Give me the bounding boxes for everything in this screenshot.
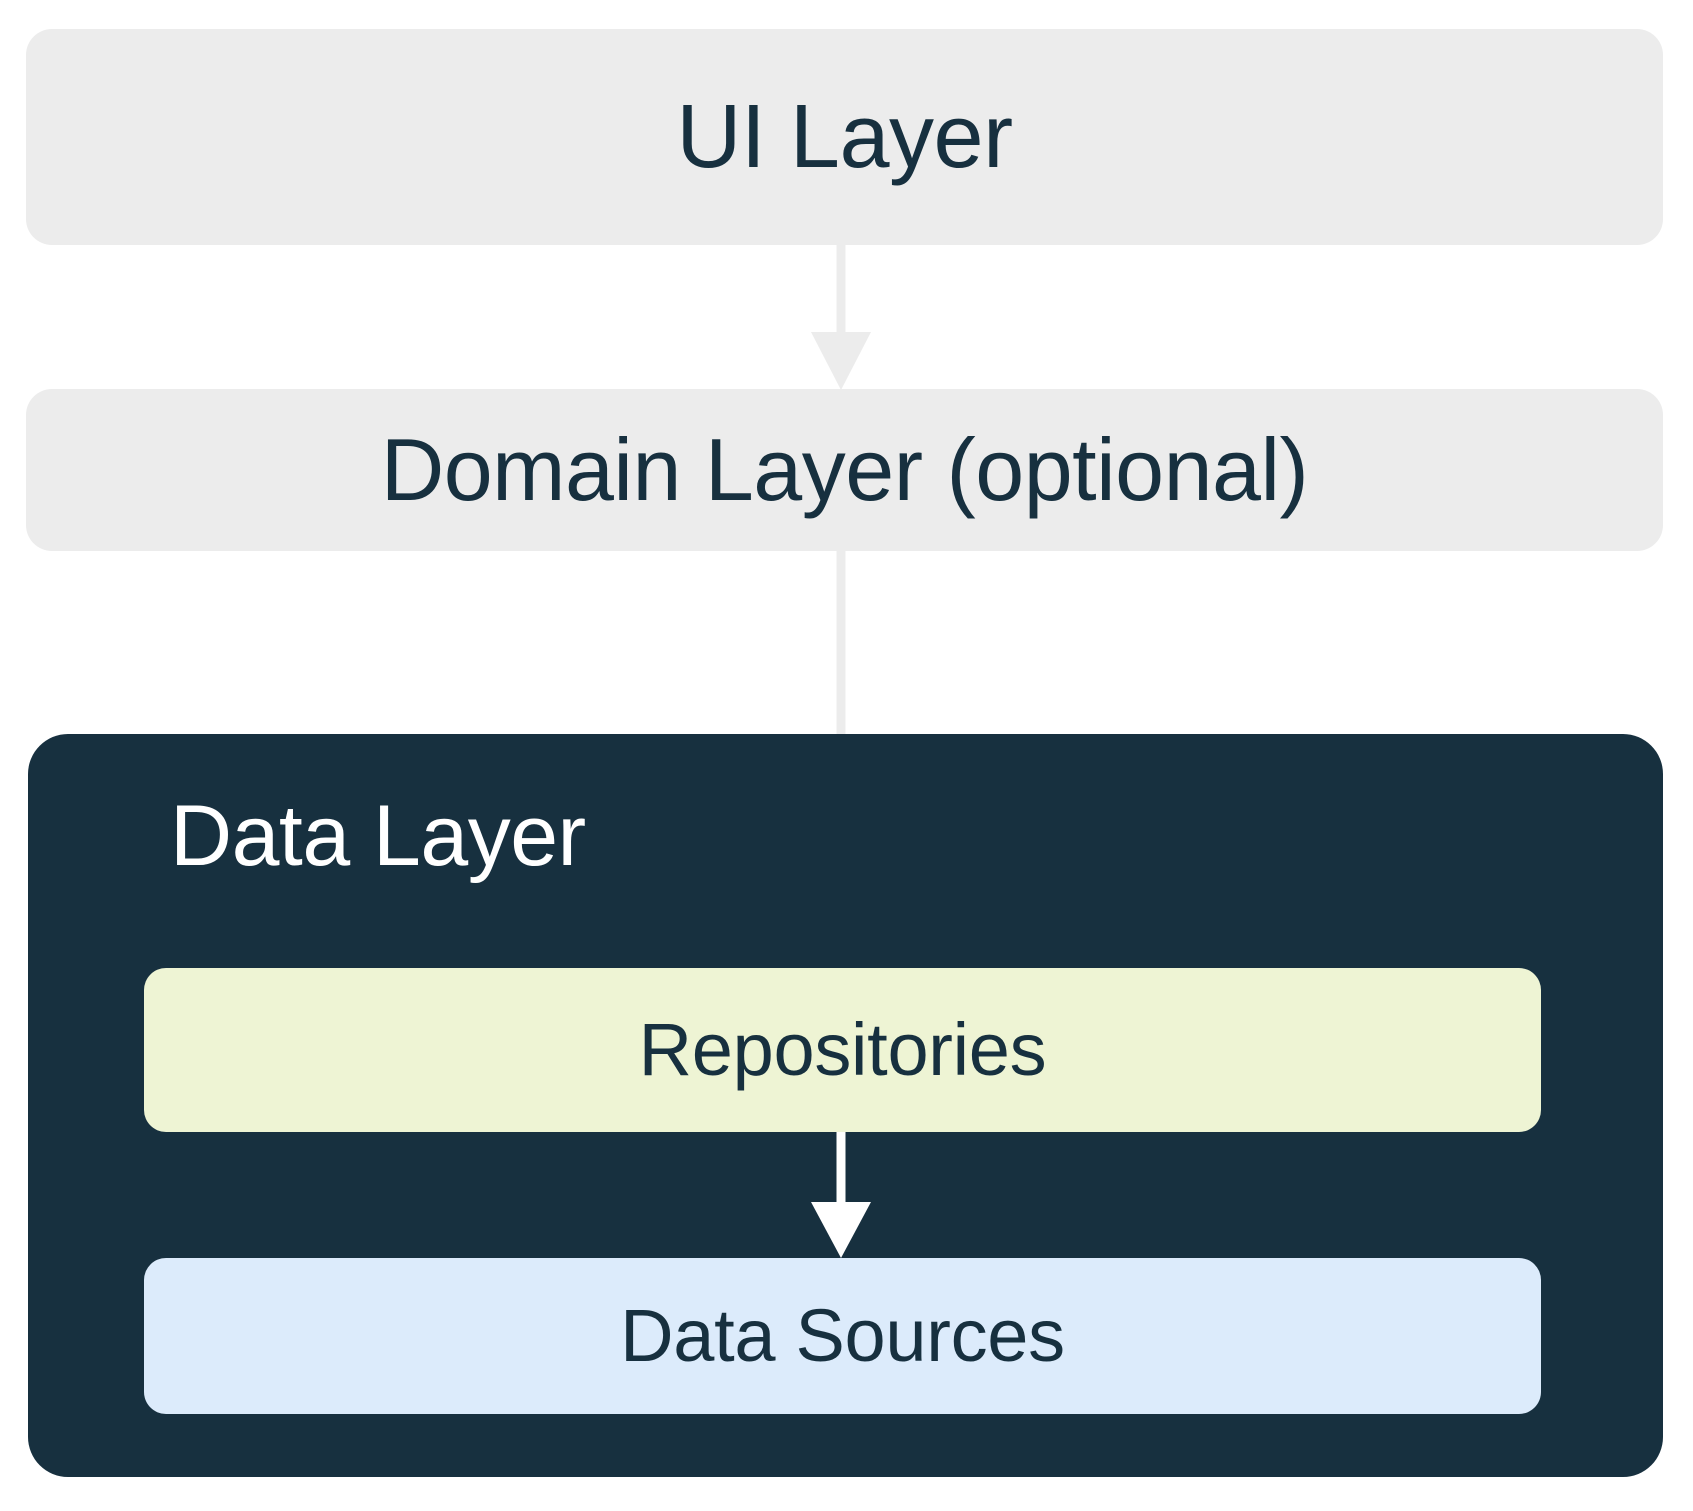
domain-layer-label: Domain Layer (optional) xyxy=(380,420,1309,519)
ui-layer-box[interactable]: UI Layer xyxy=(26,29,1663,245)
arrow-ui-to-domain-icon xyxy=(811,245,871,390)
data-sources-box[interactable]: Data Sources xyxy=(144,1258,1541,1414)
arrow-shaft-outer xyxy=(836,551,846,734)
arrow-shaft xyxy=(836,245,846,335)
domain-layer-box[interactable]: Domain Layer (optional) xyxy=(26,389,1663,551)
repositories-label: Repositories xyxy=(638,1008,1047,1091)
data-layer-label: Data Layer xyxy=(170,788,586,884)
data-sources-label: Data Sources xyxy=(620,1294,1065,1377)
ui-layer-label: UI Layer xyxy=(676,87,1013,187)
repositories-box[interactable]: Repositories xyxy=(144,968,1541,1132)
data-layer-box[interactable]: Data Layer Repositories Data Sources xyxy=(28,734,1663,1477)
arrow-head xyxy=(811,332,871,390)
